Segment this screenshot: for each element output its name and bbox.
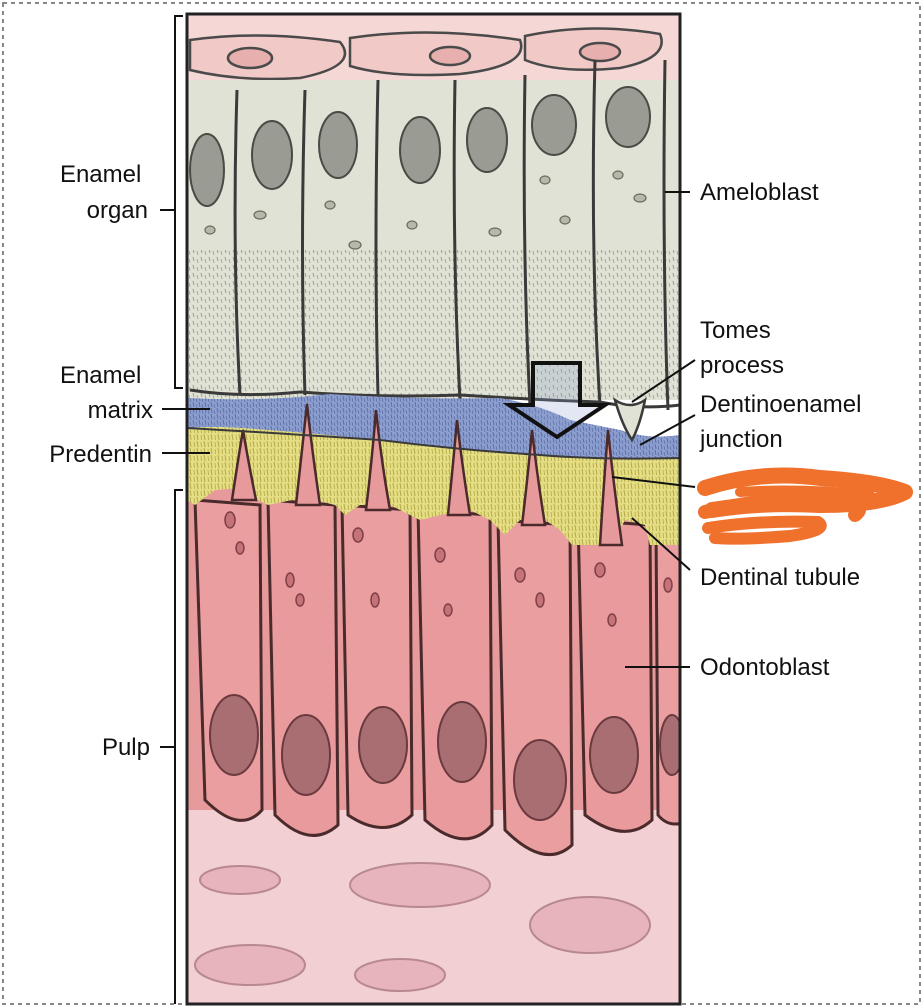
tomes-process-leader — [631, 359, 696, 403]
tomes-processes — [612, 397, 647, 443]
odontoblast-nuclei — [209, 694, 680, 821]
dentinoenamel-junction-line — [187, 427, 680, 460]
enamel-organ-bracket — [160, 15, 183, 389]
label-dentinoenamel-junction: Dentinoenamel junction — [699, 391, 868, 453]
label-dentinal-tubule: Dentinal tubule — [700, 564, 860, 591]
dej-leader — [639, 414, 696, 446]
histology-panel — [187, 14, 680, 1004]
label-enamel-organ: Enamel organ — [60, 161, 148, 224]
label-enamel-matrix: Enamel matrix — [60, 362, 153, 424]
ameloblast-nuclei — [189, 86, 651, 207]
label-predentin: Predentin — [49, 441, 152, 468]
redacted-leader — [611, 476, 696, 488]
dentinal-tubule-leader — [631, 517, 691, 571]
label-ameloblast: Ameloblast — [700, 179, 819, 206]
ameloblast-cell-walls — [189, 59, 680, 411]
outer-epithelium-cells — [188, 27, 663, 81]
panel-outline — [185, 12, 682, 1006]
pulp-fibroblasts — [194, 862, 651, 992]
odontoblast-processes — [230, 403, 624, 547]
label-pulp: Pulp — [102, 734, 150, 761]
odontoblast-granules — [224, 511, 673, 627]
label-odontoblast: Odontoblast — [700, 654, 830, 681]
label-tomes-process: Tomes process — [700, 317, 784, 379]
down-arrow-icon — [502, 361, 612, 440]
pulp-bracket — [160, 489, 183, 1004]
ameloblast-granules — [204, 170, 647, 250]
redaction-scribble — [697, 467, 913, 545]
